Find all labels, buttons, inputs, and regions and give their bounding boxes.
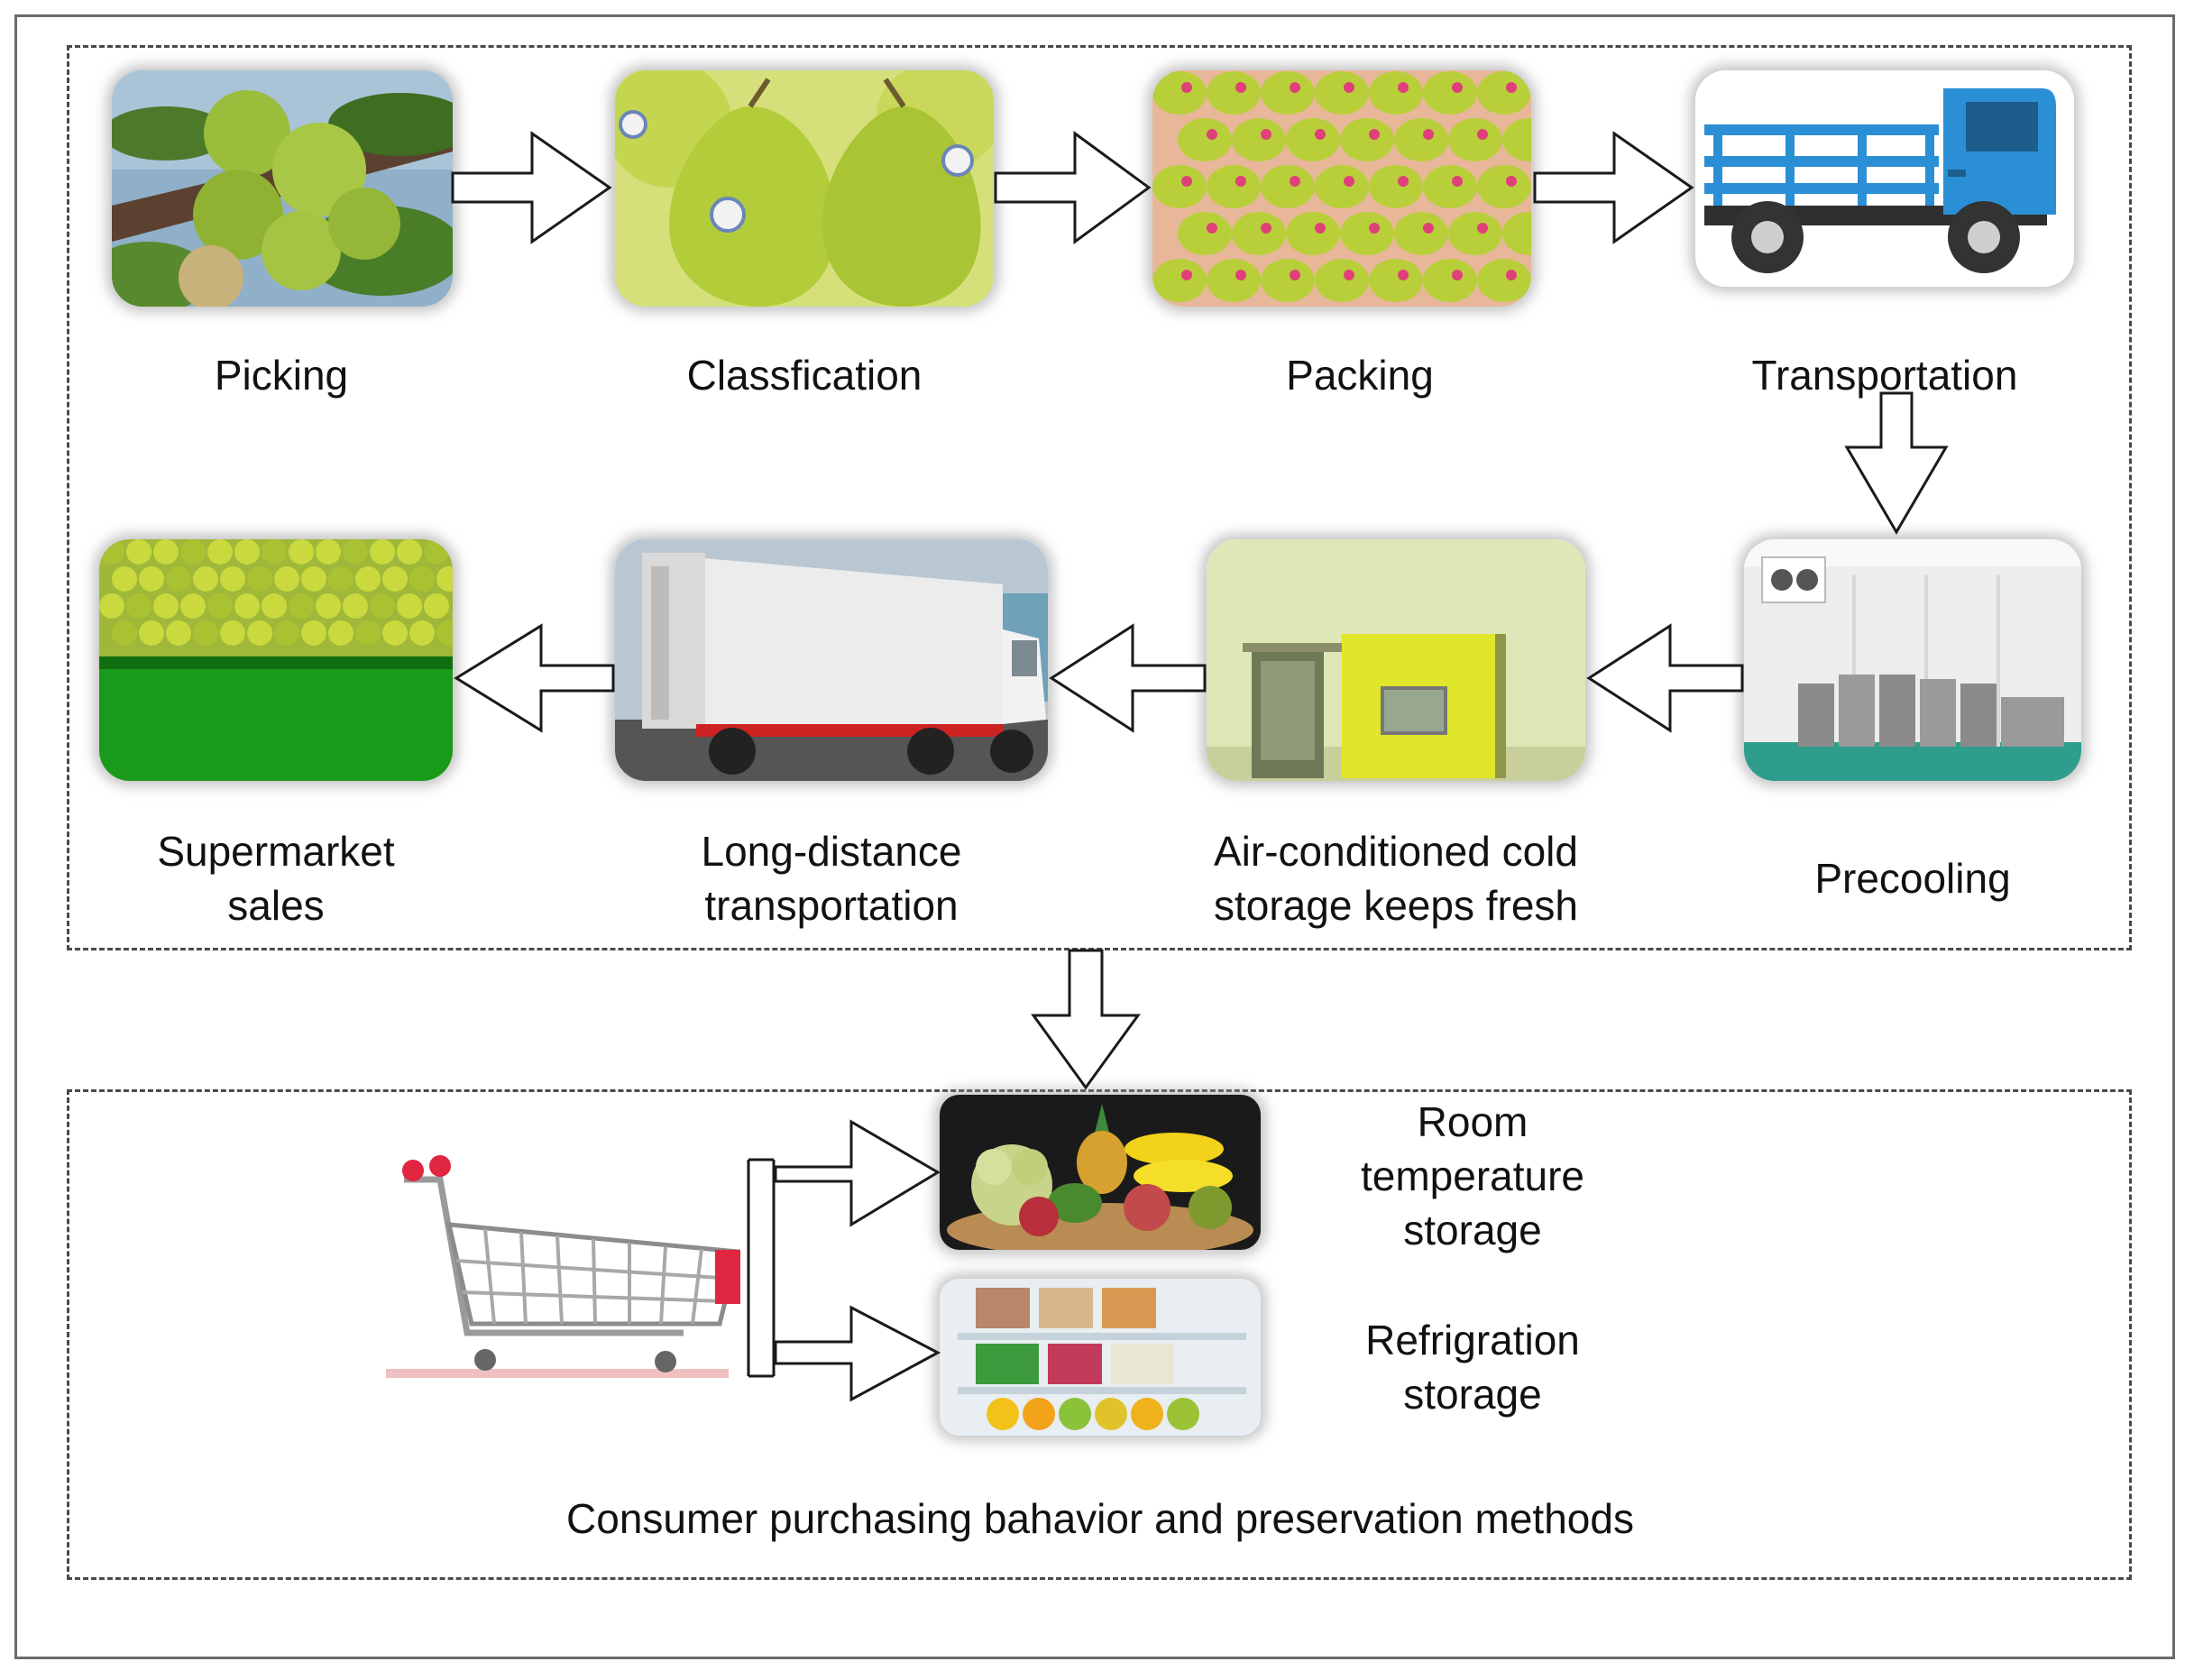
shopping-cart-image [386,1152,747,1387]
arrow-cold-storage-to-long-distance [1049,623,1207,733]
room-temperature-image [940,1095,1261,1250]
long-distance-image [615,539,1048,781]
supermarket-line1: Supermarket [157,828,395,875]
arrow-packing-to-transportation [1533,131,1694,244]
room-line3: storage [1403,1207,1542,1253]
arrow-cart-to-fridge [774,1305,941,1402]
fridge-line1: Refrigration [1365,1317,1580,1363]
supermarket-image [99,539,453,781]
arrow-picking-to-classification [451,131,612,244]
step-label-precooling: Precooling [1814,855,2011,902]
step-label-packing: Packing [1286,352,1434,399]
classification-image [615,70,994,307]
step-label-classification: Classfication [686,352,923,399]
arrow-chain-to-consumer [1031,949,1141,1090]
fridge-line2: storage [1403,1371,1542,1418]
cold-storage-line2: storage keeps fresh [1213,882,1578,929]
cold-storage-line1: Air-conditioned cold [1213,828,1578,875]
consumer-box [67,1089,2132,1580]
step-label-supermarket: Supermarket sales [99,824,453,932]
figure-frame [14,14,2175,1659]
step-label-picking: Picking [214,352,349,399]
step-label-transportation: Transportation [1751,352,2018,399]
long-distance-line1: Long-distance [701,828,962,875]
cart-branch-bracket [747,1158,776,1378]
room-line1: Room [1417,1098,1528,1145]
arrow-transportation-to-precooling [1844,391,1949,535]
supermarket-line2: sales [227,882,325,929]
refrigeration-image [940,1279,1261,1436]
long-distance-line2: transportation [704,882,959,929]
cold-storage-image [1207,539,1585,781]
step-label-long-distance: Long-distance transportation [615,824,1048,932]
picking-image [112,70,453,307]
precooling-image [1744,539,2081,781]
transportation-image [1695,70,2074,287]
packing-image [1152,70,1531,307]
step-label-cold-storage: Air-conditioned cold storage keeps fresh [1189,824,1603,932]
refrigeration-label: Refrigration storage [1306,1313,1639,1421]
consumer-caption: Consumer purchasing bahavior and preserv… [566,1495,1634,1542]
arrow-cart-to-room [774,1119,941,1227]
arrow-long-distance-to-supermarket [454,623,615,733]
room-temperature-label: Room temperature storage [1306,1095,1639,1257]
arrow-precooling-to-cold-storage [1586,623,1744,733]
room-line2: temperature [1360,1152,1584,1199]
arrow-classification-to-packing [994,131,1152,244]
